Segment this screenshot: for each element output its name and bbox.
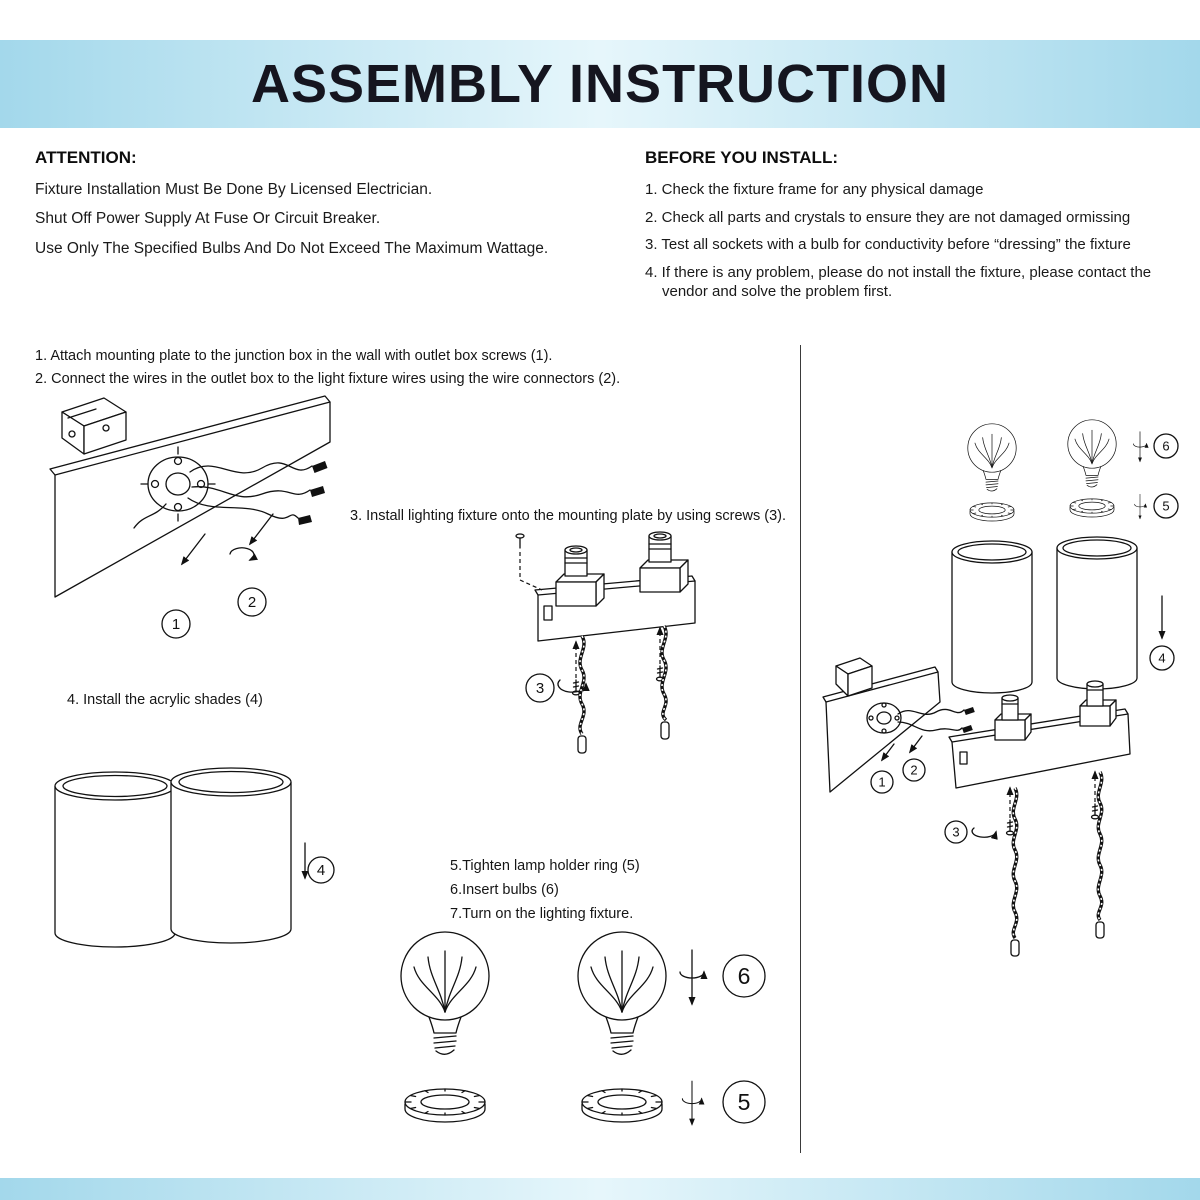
bulbs-rings-drawing: 6 5 <box>400 931 766 1133</box>
header-banner: ASSEMBLY INSTRUCTION <box>0 40 1200 128</box>
step-2-text: 2. Connect the wires in the outlet box t… <box>35 371 621 387</box>
before-install-item: 2. Check all parts and crystals to ensur… <box>645 208 1131 226</box>
attention-line: Use Only The Specified Bulbs And Do Not … <box>35 239 549 257</box>
shades-drawing: 4 <box>54 767 335 948</box>
steps-5-6-7: 5.Tighten lamp holder ring (5) 6.Insert … <box>450 858 640 930</box>
callout-6-circle <box>722 954 766 998</box>
column-divider <box>800 345 801 1153</box>
callout-2-circle <box>902 758 926 782</box>
before-install-section: BEFORE YOU INSTALL: 1. Check the fixture… <box>645 148 1197 310</box>
callout-1: 1 <box>878 775 885 790</box>
step-5-text: 5.Tighten lamp holder ring (5) <box>450 858 640 874</box>
callout-2: 2 <box>910 763 917 778</box>
callout-3: 3 <box>536 680 544 697</box>
attention-section: ATTENTION: Fixture Installation Must Be … <box>35 148 610 268</box>
callout-4-circle <box>307 856 335 884</box>
step-1-text: 1. Attach mounting plate to the junction… <box>35 348 553 364</box>
diagram-full-assembly: 6 5 4 <box>810 400 1190 1020</box>
footer-bar <box>0 1178 1200 1200</box>
callout-4: 4 <box>1158 651 1165 666</box>
callout-5: 5 <box>1162 499 1169 514</box>
callout-2-circle <box>237 587 267 617</box>
attention-line: Shut Off Power Supply At Fuse Or Circuit… <box>35 210 381 228</box>
callout-3: 3 <box>952 825 959 840</box>
attention-heading: ATTENTION: <box>35 148 137 167</box>
callout-4: 4 <box>317 862 325 879</box>
before-install-item: 1. Check the fixture frame for any physi… <box>645 181 984 198</box>
diagram-mounting-plate: 1 2 <box>30 392 340 662</box>
callout-6: 6 <box>1162 439 1169 454</box>
callout-1: 1 <box>172 616 180 633</box>
before-install-item: 3. Test all sockets with a bulb for cond… <box>645 236 1131 253</box>
full-assembly-drawing: 6 5 4 <box>822 419 1179 957</box>
callout-6-circle <box>1153 433 1179 459</box>
callout-2: 2 <box>248 594 256 611</box>
callout-5-circle <box>722 1080 766 1124</box>
page-title: ASSEMBLY INSTRUCTION <box>250 54 950 114</box>
callout-3-circle <box>525 673 555 703</box>
diagram-bulbs-rings: 6 5 <box>392 928 782 1133</box>
step-6-text: 6.Insert bulbs (6) <box>450 882 559 898</box>
callout-1-circle <box>161 609 191 639</box>
step-4-text: 4. Install the acrylic shades (4) <box>67 692 263 708</box>
step-3-text: 3. Install lighting fixture onto the mou… <box>350 508 787 524</box>
before-install-item: 4. If there is any problem, please do no… <box>645 263 1152 301</box>
diagram-fixture-install: 3 <box>498 528 748 808</box>
mounting-plate-drawing: 1 2 <box>49 395 331 639</box>
diagram-shades: 4 <box>35 748 335 973</box>
callout-5: 5 <box>738 1089 751 1115</box>
fixture-drawing: 3 <box>515 531 696 754</box>
callout-5-circle <box>1153 493 1179 519</box>
callout-6: 6 <box>738 963 751 989</box>
callout-1-circle <box>870 770 894 794</box>
before-install-heading: BEFORE YOU INSTALL: <box>645 148 838 167</box>
attention-line: Fixture Installation Must Be Done By Lic… <box>35 181 433 198</box>
callout-4-circle <box>1149 645 1175 671</box>
callout-3-circle <box>944 820 968 844</box>
step-7-text: 7.Turn on the lighting fixture. <box>450 906 634 922</box>
